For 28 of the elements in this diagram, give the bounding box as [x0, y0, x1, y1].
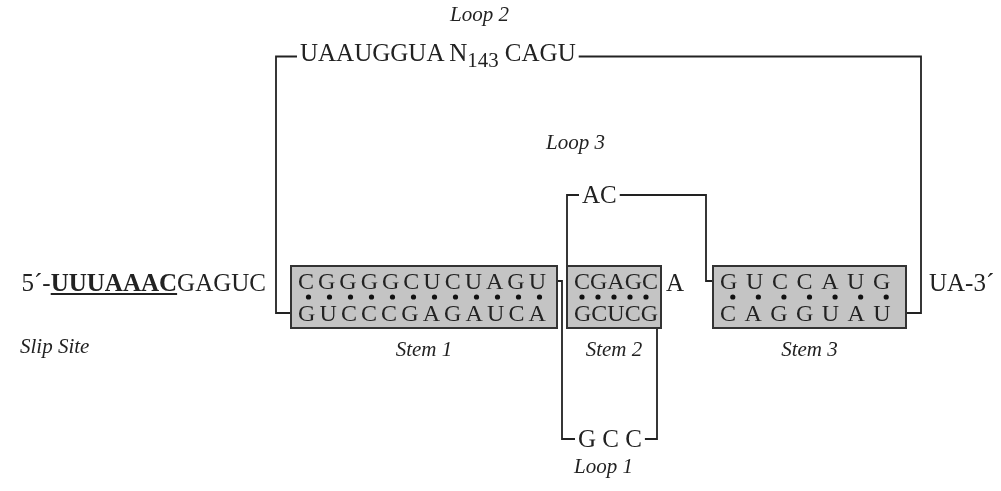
strand-sequence: CAGGUAU [720, 300, 899, 326]
connector-line [557, 280, 576, 440]
strand-sequence: CGGGGCUCUAGU [298, 268, 550, 294]
region-label: Stem 3 [781, 337, 838, 361]
stem-box [712, 265, 907, 329]
loop-sequence: G C C [578, 424, 642, 454]
region-label: Stem 2 [585, 337, 643, 361]
region-label: Slip Site [20, 334, 90, 358]
connector-line [566, 194, 580, 266]
region-label: Loop 3 [546, 130, 605, 154]
connector-line [618, 194, 713, 282]
loop-sequence: AC [582, 180, 617, 210]
strand-sequence: 5´-UUUAAACGAGUC [21, 268, 266, 298]
strand-sequence: UA-3´ [929, 268, 995, 298]
connector-line [275, 55, 298, 314]
stem-box [566, 265, 662, 329]
region-label: Loop 1 [574, 454, 633, 478]
nucleotide-text: A [666, 268, 685, 298]
stem-box [290, 265, 558, 329]
region-label: Loop 2 [450, 2, 509, 26]
strand-sequence: GUCCCGAGAUCA [298, 300, 550, 326]
strand-sequence: CGAGC [574, 268, 658, 294]
loop-sequence: UAAUGGUA N$_{143}$ CAGU [300, 38, 576, 75]
strand-sequence: GUCCAUG [720, 268, 899, 294]
strand-sequence: GCUCG [574, 300, 658, 326]
connector-line [577, 55, 922, 314]
connector-line [644, 328, 658, 440]
region-label: Stem 1 [395, 337, 453, 361]
